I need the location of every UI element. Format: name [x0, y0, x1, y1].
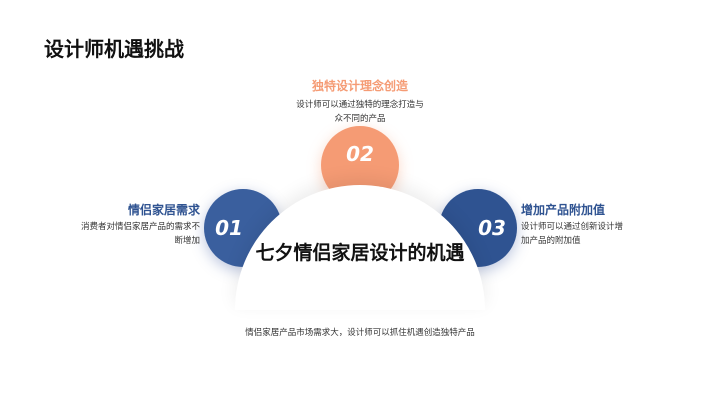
item-title-01: 情侣家居需求	[127, 203, 200, 217]
item-number: 02	[346, 142, 374, 166]
page-title: 设计师机遇挑战	[44, 37, 184, 61]
item-desc-01: 消费者对情侣家居产品的需求不断增加	[80, 222, 200, 246]
item-desc-03: 设计师可以通过创新设计增加产品的附加值	[521, 222, 624, 246]
center-title: 七夕情侣家居设计的机遇	[255, 242, 465, 264]
bottom-summary: 情侣家居产品市场需求大，设计师可以抓住机遇创造独特产品	[245, 328, 475, 338]
item-title-02: 独特设计理念创造	[311, 79, 408, 93]
item-number: 03	[478, 216, 506, 240]
item-desc-02: 设计师可以通过独特的理念打造与众不同的产品	[296, 100, 424, 124]
item-number: 01	[215, 216, 243, 240]
item-title-03: 增加产品附加值	[521, 203, 606, 217]
